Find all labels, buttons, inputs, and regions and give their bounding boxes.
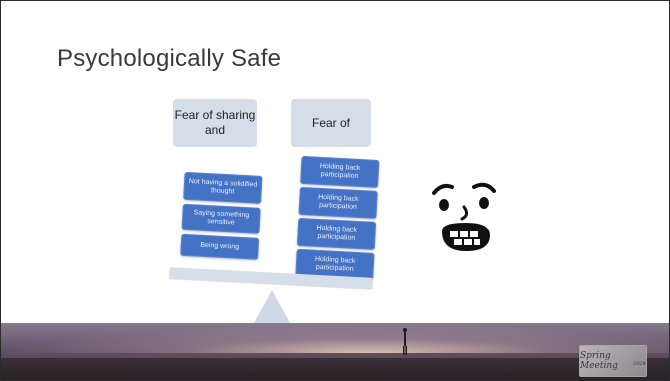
fulcrum-triangle bbox=[254, 290, 290, 323]
slide-title: Psychologically Safe bbox=[57, 45, 282, 72]
right-block-2: Holding back participation bbox=[298, 186, 378, 219]
footer-sky bbox=[1, 323, 669, 353]
spring-meeting-logo: Spring Meeting 2024 bbox=[579, 345, 647, 377]
left-block-3: Being wrong bbox=[180, 233, 260, 260]
footer-ground bbox=[1, 358, 669, 380]
left-block-2: Saying something sensitive bbox=[181, 203, 261, 234]
logo-text: Spring Meeting bbox=[580, 351, 618, 371]
right-block-1: Holding back participation bbox=[300, 155, 380, 188]
footer-landscape bbox=[1, 323, 669, 380]
silhouette-figure-icon bbox=[402, 327, 408, 355]
header-fear-of-sharing: Fear of sharing and bbox=[173, 99, 257, 147]
header-fear-of: Fear of bbox=[291, 99, 371, 147]
logo-year: 2024 bbox=[633, 361, 646, 367]
right-block-3: Holding back participation bbox=[296, 217, 377, 250]
grimacing-face-icon bbox=[428, 179, 504, 259]
left-block-1: Not having a solidified thought bbox=[183, 171, 263, 204]
